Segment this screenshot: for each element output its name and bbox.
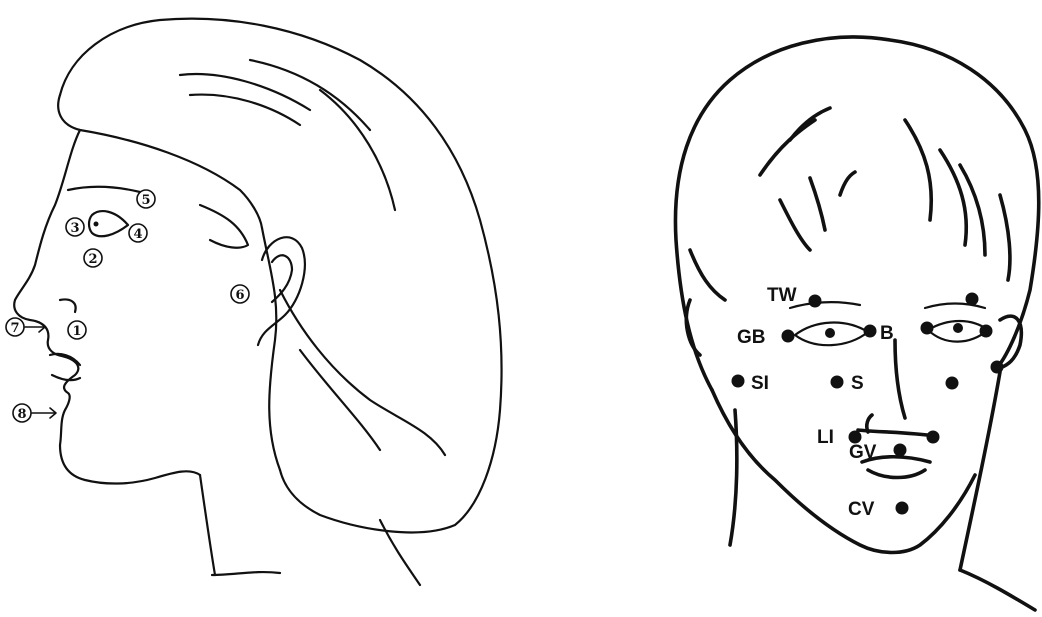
si-point-dot xyxy=(732,375,745,388)
front-right-pupil xyxy=(953,323,963,333)
front-shoulder xyxy=(960,570,1035,610)
profile-point-2: 2 xyxy=(84,249,102,267)
si-label: SI xyxy=(751,373,769,394)
front-left-eyebrow xyxy=(790,302,860,308)
svg-text:1: 1 xyxy=(72,324,81,339)
li-label: LI xyxy=(817,427,834,448)
profile-neck-back xyxy=(380,520,420,585)
svg-text:4: 4 xyxy=(133,227,142,242)
right-b-point-dot xyxy=(921,322,934,335)
front-left-ear xyxy=(686,300,700,355)
profile-hair-back xyxy=(262,228,280,470)
front-hair-strand-5 xyxy=(940,150,966,245)
front-hair-strand-3 xyxy=(840,172,855,195)
b-point-dot xyxy=(864,325,877,338)
front-hair-strand-7 xyxy=(780,200,810,250)
front-nose-bridge xyxy=(895,340,905,418)
s-label: S xyxy=(851,373,864,394)
gv-label: GV xyxy=(849,442,877,463)
front-view: TW GB B SI S LI GV CV xyxy=(675,37,1038,610)
s-point-dot xyxy=(831,376,844,389)
svg-text:6: 6 xyxy=(235,288,244,303)
gb-label: GB xyxy=(737,327,766,348)
profile-point-4: 4 xyxy=(129,224,147,242)
profile-hair-strand-2 xyxy=(190,95,300,125)
front-lower-lip xyxy=(868,470,925,478)
svg-text:2: 2 xyxy=(88,252,97,267)
gb-point-dot xyxy=(782,330,795,343)
profile-point-1: 1 xyxy=(68,321,86,339)
profile-lower-lip xyxy=(52,375,80,380)
profile-hair-outline xyxy=(60,19,502,533)
profile-hair-inner xyxy=(58,95,262,228)
profile-face-outline xyxy=(14,130,200,484)
front-right-eyebrow xyxy=(925,304,985,309)
profile-point-5: 5 xyxy=(137,190,155,208)
profile-collar xyxy=(212,572,280,575)
profile-nostril xyxy=(60,300,76,313)
svg-text:7: 7 xyxy=(10,321,19,336)
profile-point-8: 8 xyxy=(13,404,56,422)
cv-point-dot xyxy=(896,502,909,515)
front-hair-strand-9 xyxy=(1000,195,1010,280)
tw-point-dot xyxy=(809,295,822,308)
right-si-point-dot xyxy=(991,361,1004,374)
b-label: B xyxy=(880,323,894,344)
front-left-pupil xyxy=(825,328,835,338)
profile-point-3: 3 xyxy=(66,218,84,236)
svg-text:5: 5 xyxy=(141,193,150,208)
front-hair-strand-1 xyxy=(760,120,815,175)
profile-pupil xyxy=(94,222,99,227)
profile-point-6: 6 xyxy=(231,285,249,303)
profile-hair-side xyxy=(200,205,248,248)
front-hair-strand-10 xyxy=(690,250,725,300)
front-neck-right xyxy=(960,372,1000,570)
front-hair-strand-8 xyxy=(810,178,825,230)
front-jaw xyxy=(712,390,975,553)
front-hair-strand-4 xyxy=(905,120,931,220)
profile-eyebrow xyxy=(68,187,140,192)
profile-hair-lower-wave-2 xyxy=(300,350,380,450)
right-li-point-dot xyxy=(927,431,940,444)
profile-view: 1 2 3 4 5 6 7 8 xyxy=(6,19,502,585)
tw-label: TW xyxy=(767,285,797,306)
right-s-point-dot xyxy=(946,377,959,390)
right-tw-point-dot xyxy=(966,293,979,306)
profile-neck-front xyxy=(200,475,215,575)
front-nose-base xyxy=(858,430,935,436)
gv-point-dot xyxy=(894,444,907,457)
profile-hair-strand-4 xyxy=(320,90,395,210)
profile-point-7: 7 xyxy=(6,318,45,336)
profile-hair-strand-1 xyxy=(180,74,310,110)
svg-text:8: 8 xyxy=(17,407,26,422)
svg-text:3: 3 xyxy=(70,221,79,236)
profile-hair-lower-wave xyxy=(280,290,445,455)
right-gb-point-dot xyxy=(980,325,993,338)
cv-label: CV xyxy=(848,499,875,520)
